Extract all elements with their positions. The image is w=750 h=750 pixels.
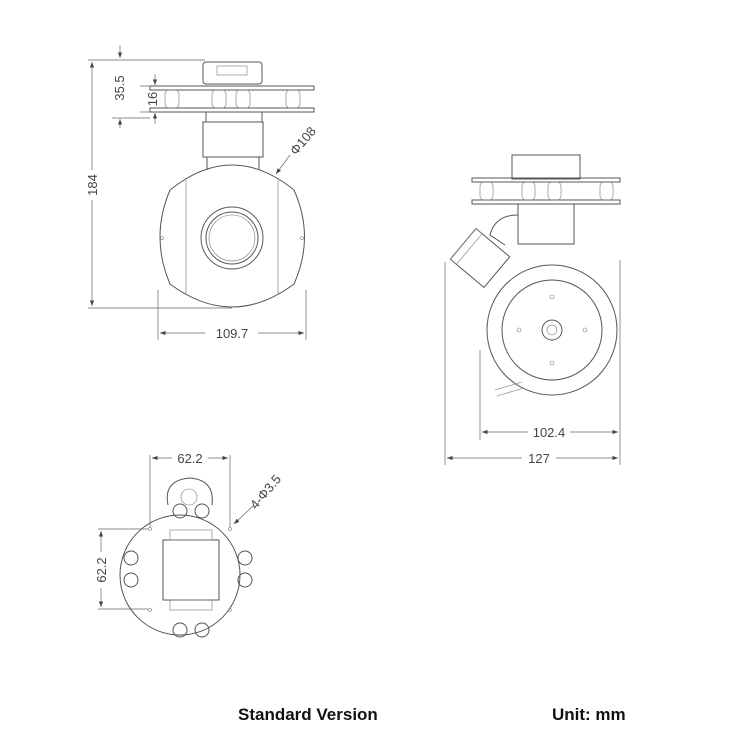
- dim-16: 16: [145, 92, 160, 106]
- unit-caption: Unit: mm: [552, 705, 626, 724]
- bottom-view: [119, 477, 253, 638]
- dim-102-4: 102.4: [533, 425, 566, 440]
- dim-4-phi3-5: 4-Φ3.5: [247, 472, 284, 512]
- dim-62-2-horizontal: 62.2: [177, 451, 202, 466]
- side-dimensions: 102.4 127: [444, 260, 621, 466]
- version-caption: Standard Version: [238, 705, 378, 724]
- front-dimensions: 184 35.5 16 Φ108 109.7: [85, 45, 319, 341]
- dim-62-2-vertical: 62.2: [94, 557, 109, 582]
- side-view: [449, 154, 621, 397]
- dim-127: 127: [528, 451, 550, 466]
- dim-184: 184: [85, 174, 100, 196]
- dim-109-7: 109.7: [216, 326, 249, 341]
- dim-35-5: 35.5: [112, 75, 127, 100]
- front-view: [149, 61, 315, 308]
- dim-phi108: Φ108: [287, 124, 319, 158]
